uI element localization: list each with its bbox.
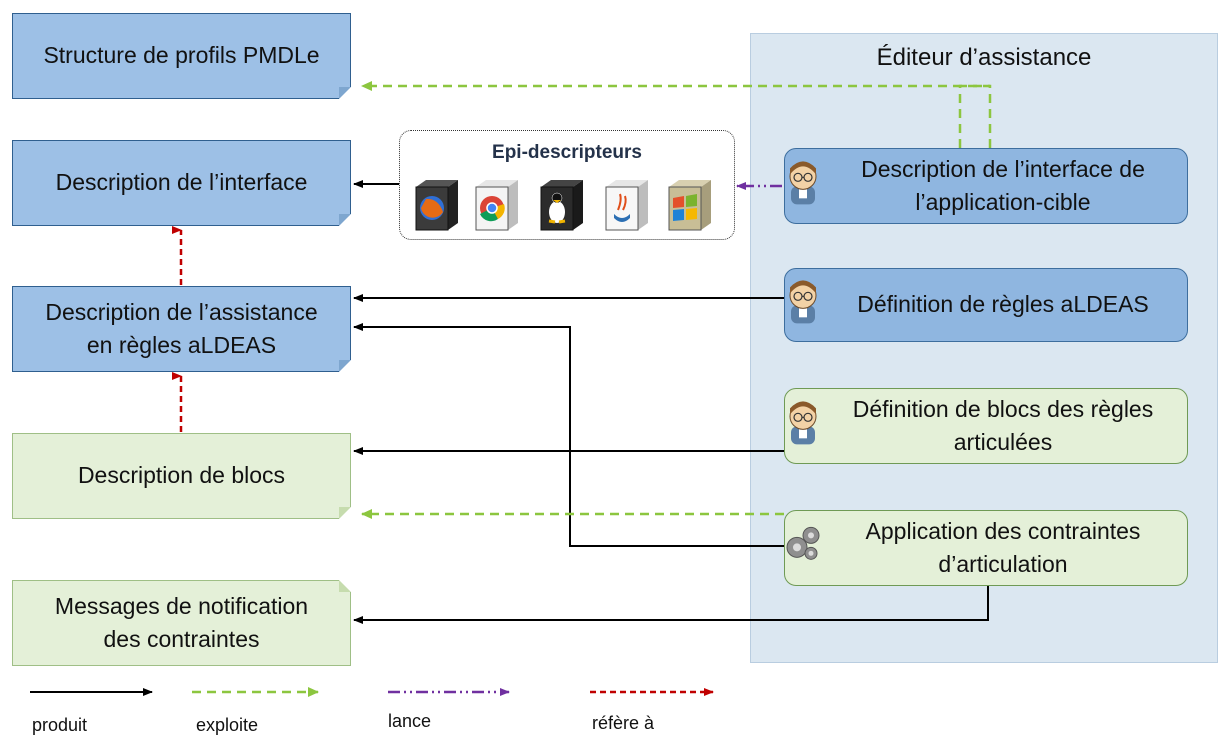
legend-refere: réfère à bbox=[592, 713, 655, 733]
proc-blocs-line2: articulées bbox=[953, 429, 1053, 455]
proc-blocs: Définition de blocs des règles articulée… bbox=[784, 388, 1188, 464]
proc-regles-label: Définition de règles aLDEAS bbox=[857, 291, 1149, 318]
editor-title: Éditeur d’assistance bbox=[876, 44, 1092, 71]
proc-contraintes-line1: Application des contraintes bbox=[865, 517, 1141, 544]
person-icon bbox=[783, 156, 823, 215]
proc-regles: Définition de règles aLDEAS bbox=[784, 268, 1188, 342]
doc-assistance-line2: en règles aLDEAS bbox=[86, 332, 277, 358]
doc-messages-line2: des contraintes bbox=[103, 626, 260, 652]
person-icon bbox=[783, 396, 823, 455]
proc-blocs-line1: Définition de blocs des règles bbox=[852, 395, 1154, 422]
doc-pmdle: Structure de profils PMDLe bbox=[12, 13, 351, 99]
arrow-exploite-pmdle bbox=[958, 84, 990, 148]
gears-icon bbox=[783, 521, 823, 574]
doc-messages-line1: Messages de notification bbox=[54, 592, 309, 619]
person-icon bbox=[783, 275, 823, 334]
epi-descriptors-title: Epi-descripteurs bbox=[492, 142, 642, 163]
firefox-icon bbox=[415, 180, 458, 231]
doc-messages: Messages de notification des contraintes bbox=[12, 580, 351, 666]
chrome-icon bbox=[475, 180, 518, 231]
proc-interface-line1: Description de l’interface de bbox=[861, 155, 1145, 182]
java-icon bbox=[605, 180, 648, 231]
proc-interface: Description de l’interface de l’applicat… bbox=[784, 148, 1188, 224]
legend-produit: produit bbox=[32, 715, 88, 735]
doc-pmdle-label: Structure de profils PMDLe bbox=[43, 42, 320, 69]
doc-blocs: Description de blocs bbox=[12, 433, 351, 519]
arrow-produit-messages bbox=[353, 586, 989, 624]
doc-assistance-line1: Description de l’assistance bbox=[45, 298, 318, 325]
doc-interface-label: Description de l’interface bbox=[55, 169, 308, 196]
doc-interface: Description de l’interface bbox=[12, 140, 351, 226]
proc-contraintes-line2: d’articulation bbox=[938, 551, 1068, 577]
legend-exploite: exploite bbox=[196, 715, 259, 735]
windows-icon bbox=[668, 180, 711, 231]
linux-icon bbox=[540, 180, 583, 231]
arrow-produit-contraintes-assistance bbox=[353, 323, 784, 547]
doc-blocs-label: Description de blocs bbox=[77, 462, 286, 489]
legend-lance: lance bbox=[388, 711, 432, 731]
proc-interface-line2: l’application-cible bbox=[915, 189, 1091, 215]
proc-contraintes: Application des contraintes d’articulati… bbox=[784, 510, 1188, 586]
doc-assistance: Description de l’assistance en règles aL… bbox=[12, 286, 351, 372]
